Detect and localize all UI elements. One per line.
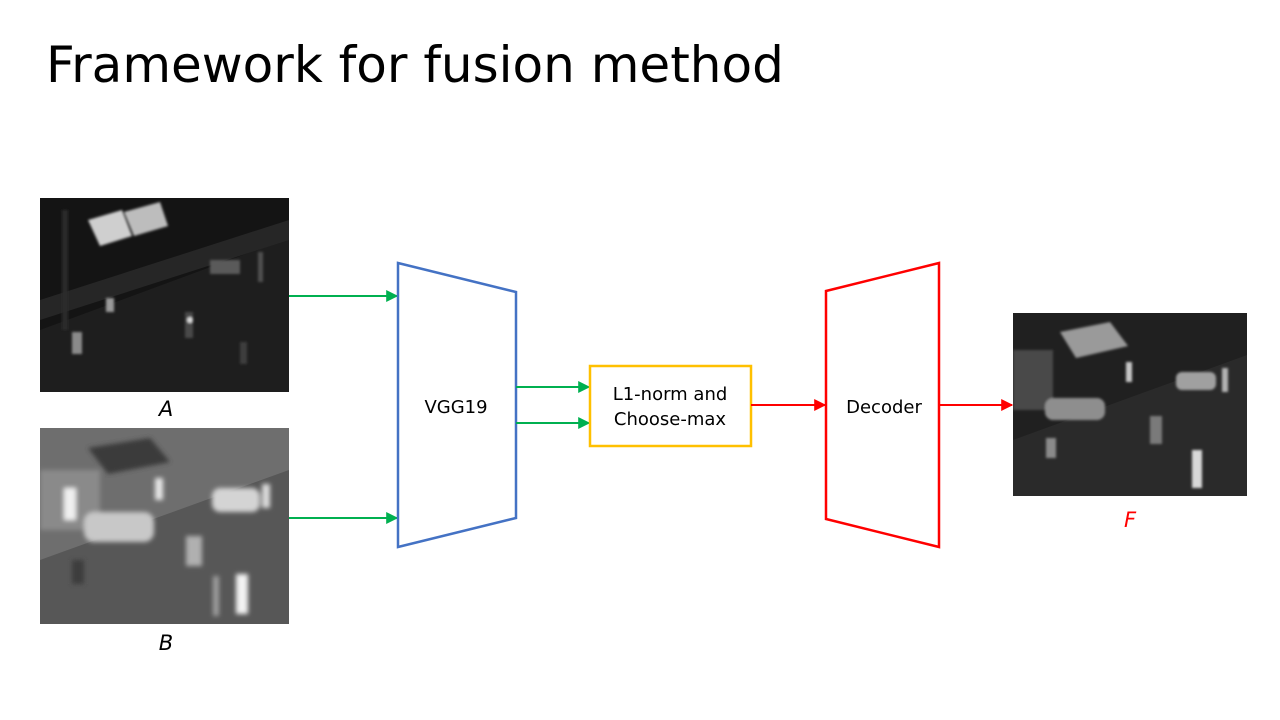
image-a-label: A — [157, 397, 173, 421]
fusion-label-line-2: Choose-max — [614, 409, 727, 430]
slide-title: Framework for fusion method — [46, 36, 784, 94]
fusion-strategy-box — [588, 364, 753, 448]
output-image-label: F — [1124, 508, 1137, 532]
input-image-a — [40, 198, 289, 392]
encoder-label: VGG19 — [424, 397, 487, 418]
input-image-b — [40, 428, 289, 624]
decoder-block — [824, 261, 941, 549]
output-image-f — [1013, 313, 1247, 496]
decoder-label: Decoder — [846, 397, 922, 418]
fusion-label-line-1: L1-norm and — [613, 384, 728, 405]
image-b-label: B — [159, 631, 173, 655]
encoder-block — [396, 261, 518, 549]
